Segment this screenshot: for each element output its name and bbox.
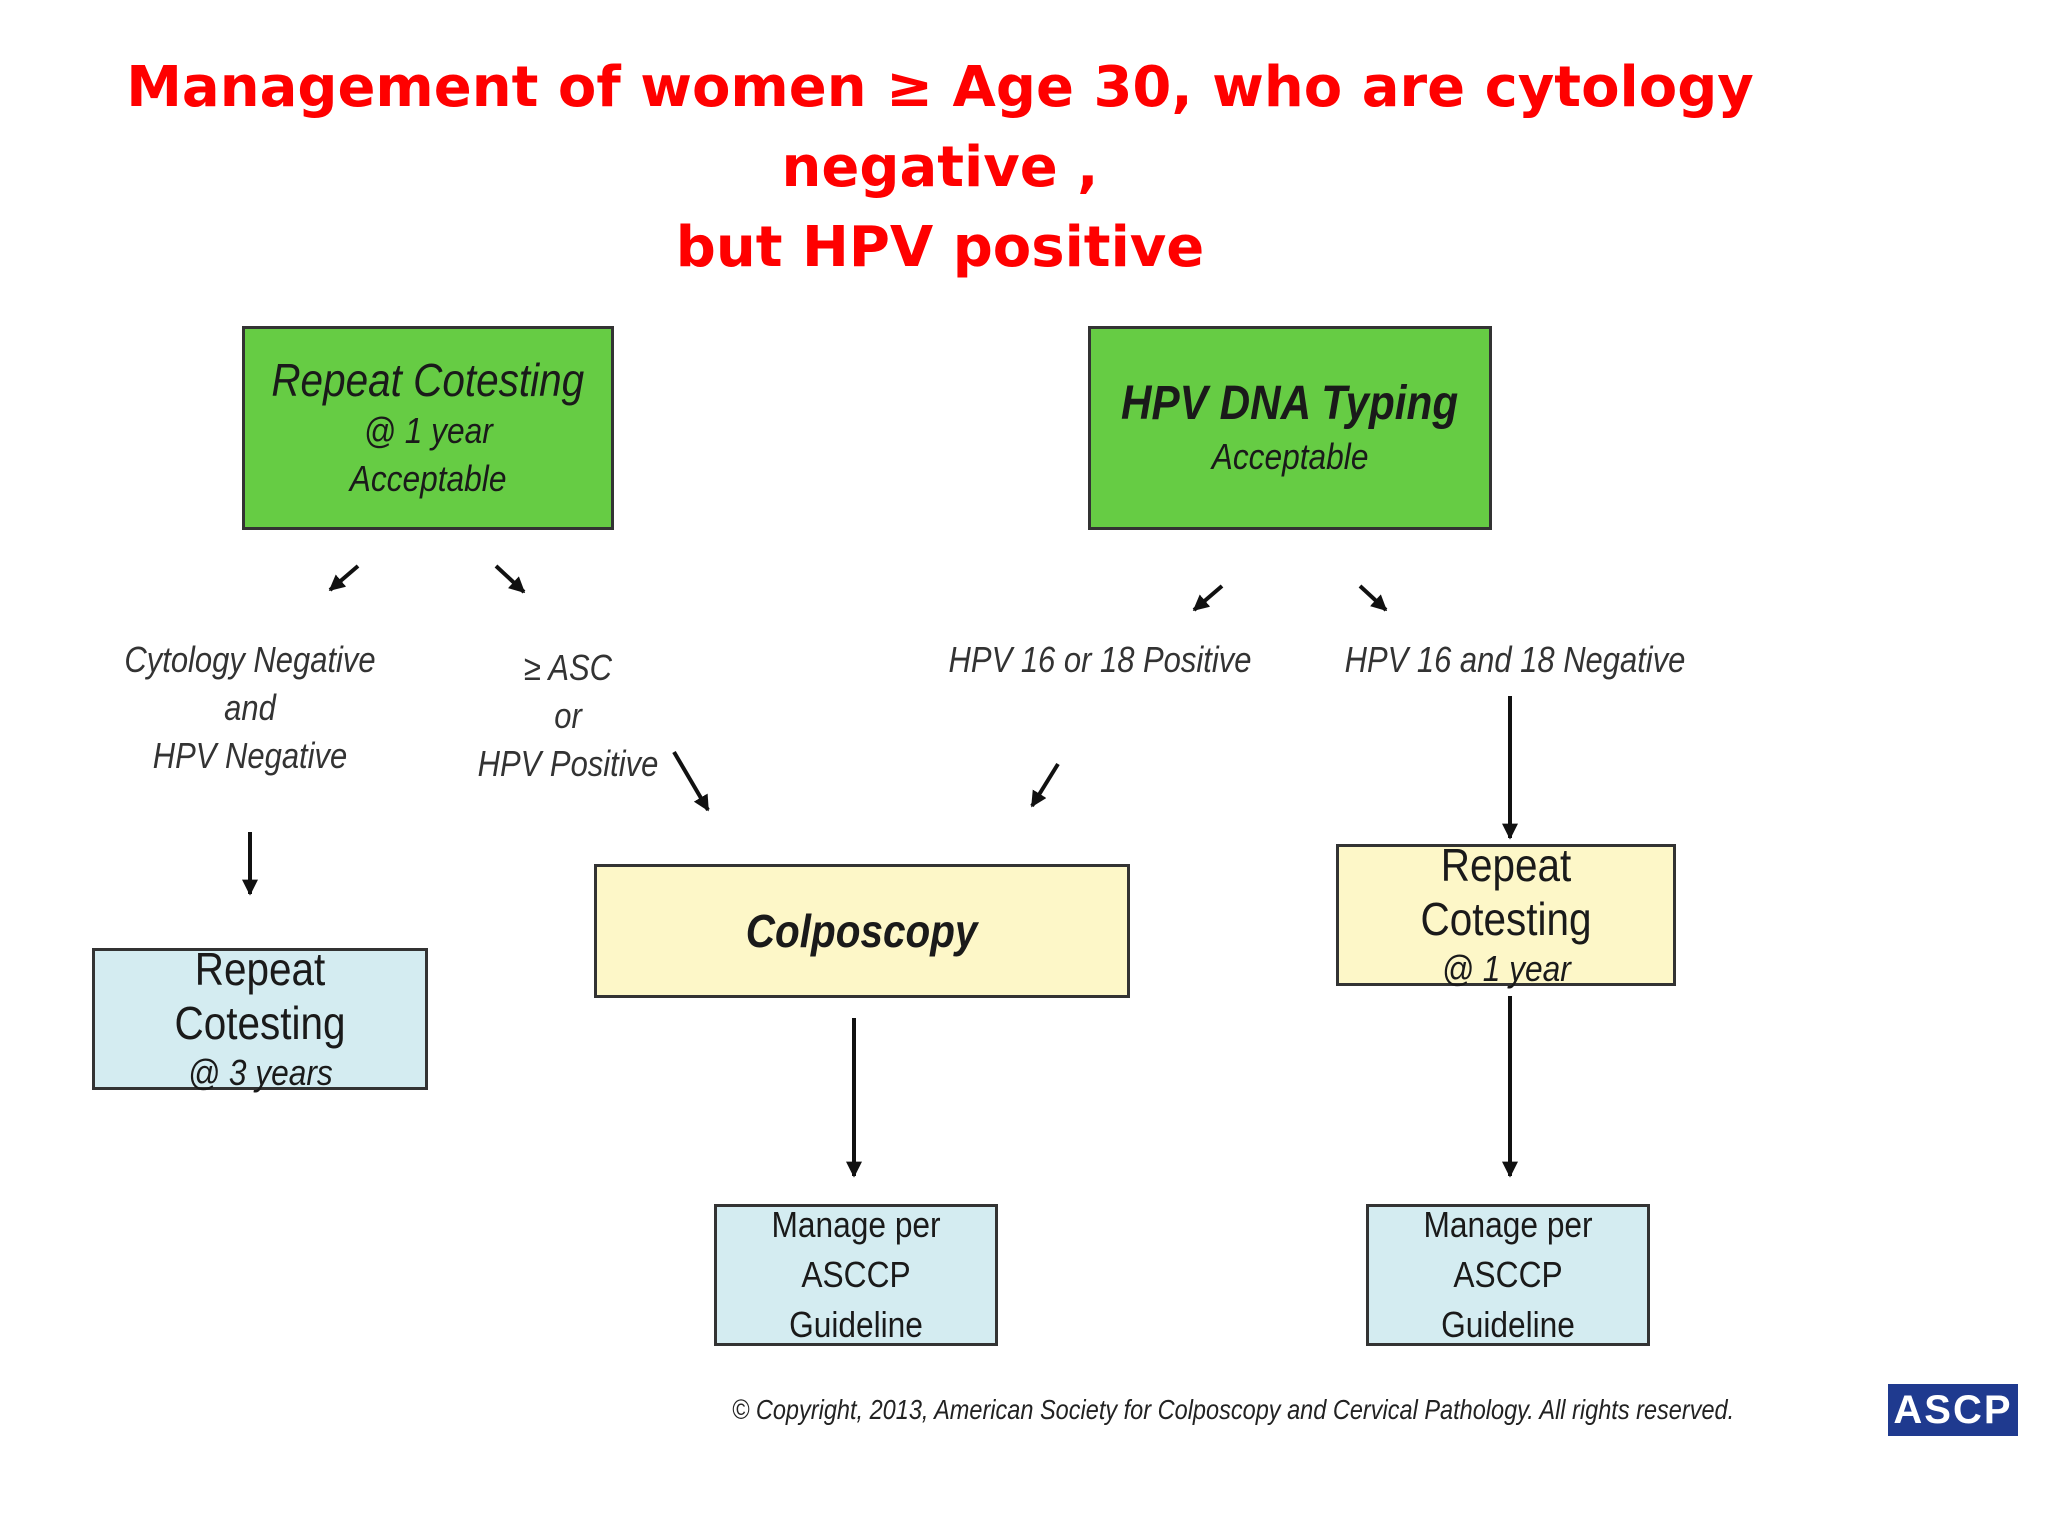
- box-title: Colposcopy: [746, 905, 978, 957]
- arrow-left-down: [328, 564, 360, 592]
- box-title: Repeat Cotesting: [271, 354, 585, 406]
- label-line: Cytology Negative: [124, 639, 376, 680]
- label-line: or: [554, 695, 582, 736]
- box-title: Repeat Cotesting: [174, 943, 346, 1049]
- label-hpv-16-or-18-positive: HPV 16 or 18 Positive: [945, 636, 1255, 684]
- label-line: HPV 16 or 18 Positive: [948, 639, 1252, 680]
- arrow-right-down: [494, 564, 526, 594]
- label-cytology-negative: Cytology Negative and HPV Negative: [116, 636, 384, 780]
- title-line-2: but HPV positive: [675, 215, 1205, 280]
- arrow-right-down-2: [1358, 584, 1388, 612]
- label-line: HPV Negative: [152, 735, 348, 776]
- page-title: Management of women ≥ Age 30, who are cy…: [0, 48, 1880, 288]
- repeat-cotesting-1yr-box: Repeat Cotesting @ 1 year: [1336, 839, 1676, 989]
- box-line: ASCCP Guideline: [1441, 1254, 1575, 1345]
- box-line: Manage per: [1423, 1204, 1593, 1245]
- box-title: HPV DNA Typing: [1121, 377, 1459, 430]
- repeat-cotesting-1yr-acceptable-box: Repeat Cotesting @ 1 year Acceptable: [242, 326, 614, 530]
- label-hpv-16-and-18-negative: HPV 16 and 18 Negative: [1344, 636, 1686, 684]
- box-subtitle-2: Acceptable: [349, 458, 507, 499]
- colposcopy-box: Colposcopy: [594, 864, 1130, 998]
- box-title: Repeat Cotesting: [1420, 839, 1592, 945]
- ascp-logo: ASCP: [1888, 1384, 2018, 1436]
- box-subtitle: @ 1 year: [363, 410, 493, 451]
- label-line: ≥ ASC: [523, 647, 613, 688]
- box-subtitle: Acceptable: [1211, 436, 1369, 477]
- box-subtitle: @ 1 year: [1441, 948, 1571, 989]
- arrow-asc-to-colposcopy: [672, 750, 710, 812]
- label-asc-or-hpv-positive: ≥ ASC or HPV Positive: [463, 644, 673, 788]
- title-line-1: Management of women ≥ Age 30, who are cy…: [126, 55, 1754, 200]
- manage-per-asccp-left-box: Manage per ASCCP Guideline: [714, 1204, 998, 1346]
- box-line: Manage per: [771, 1204, 941, 1245]
- manage-per-asccp-right-box: Manage per ASCCP Guideline: [1366, 1204, 1650, 1346]
- label-line: HPV Positive: [477, 743, 659, 784]
- copyright-text: © Copyright, 2013, American Society for …: [732, 1394, 1735, 1425]
- arrow-hpvpos-to-colposcopy: [1030, 762, 1060, 808]
- arrow-left-down-2: [1192, 584, 1224, 612]
- repeat-cotesting-3yrs-box: Repeat Cotesting @ 3 years: [92, 943, 428, 1093]
- label-line: and: [224, 687, 276, 728]
- label-line: HPV 16 and 18 Negative: [1344, 639, 1686, 680]
- hpv-dna-typing-box: HPV DNA Typing Acceptable: [1088, 326, 1492, 530]
- box-subtitle: @ 3 years: [187, 1052, 333, 1093]
- box-line: ASCCP Guideline: [789, 1254, 923, 1345]
